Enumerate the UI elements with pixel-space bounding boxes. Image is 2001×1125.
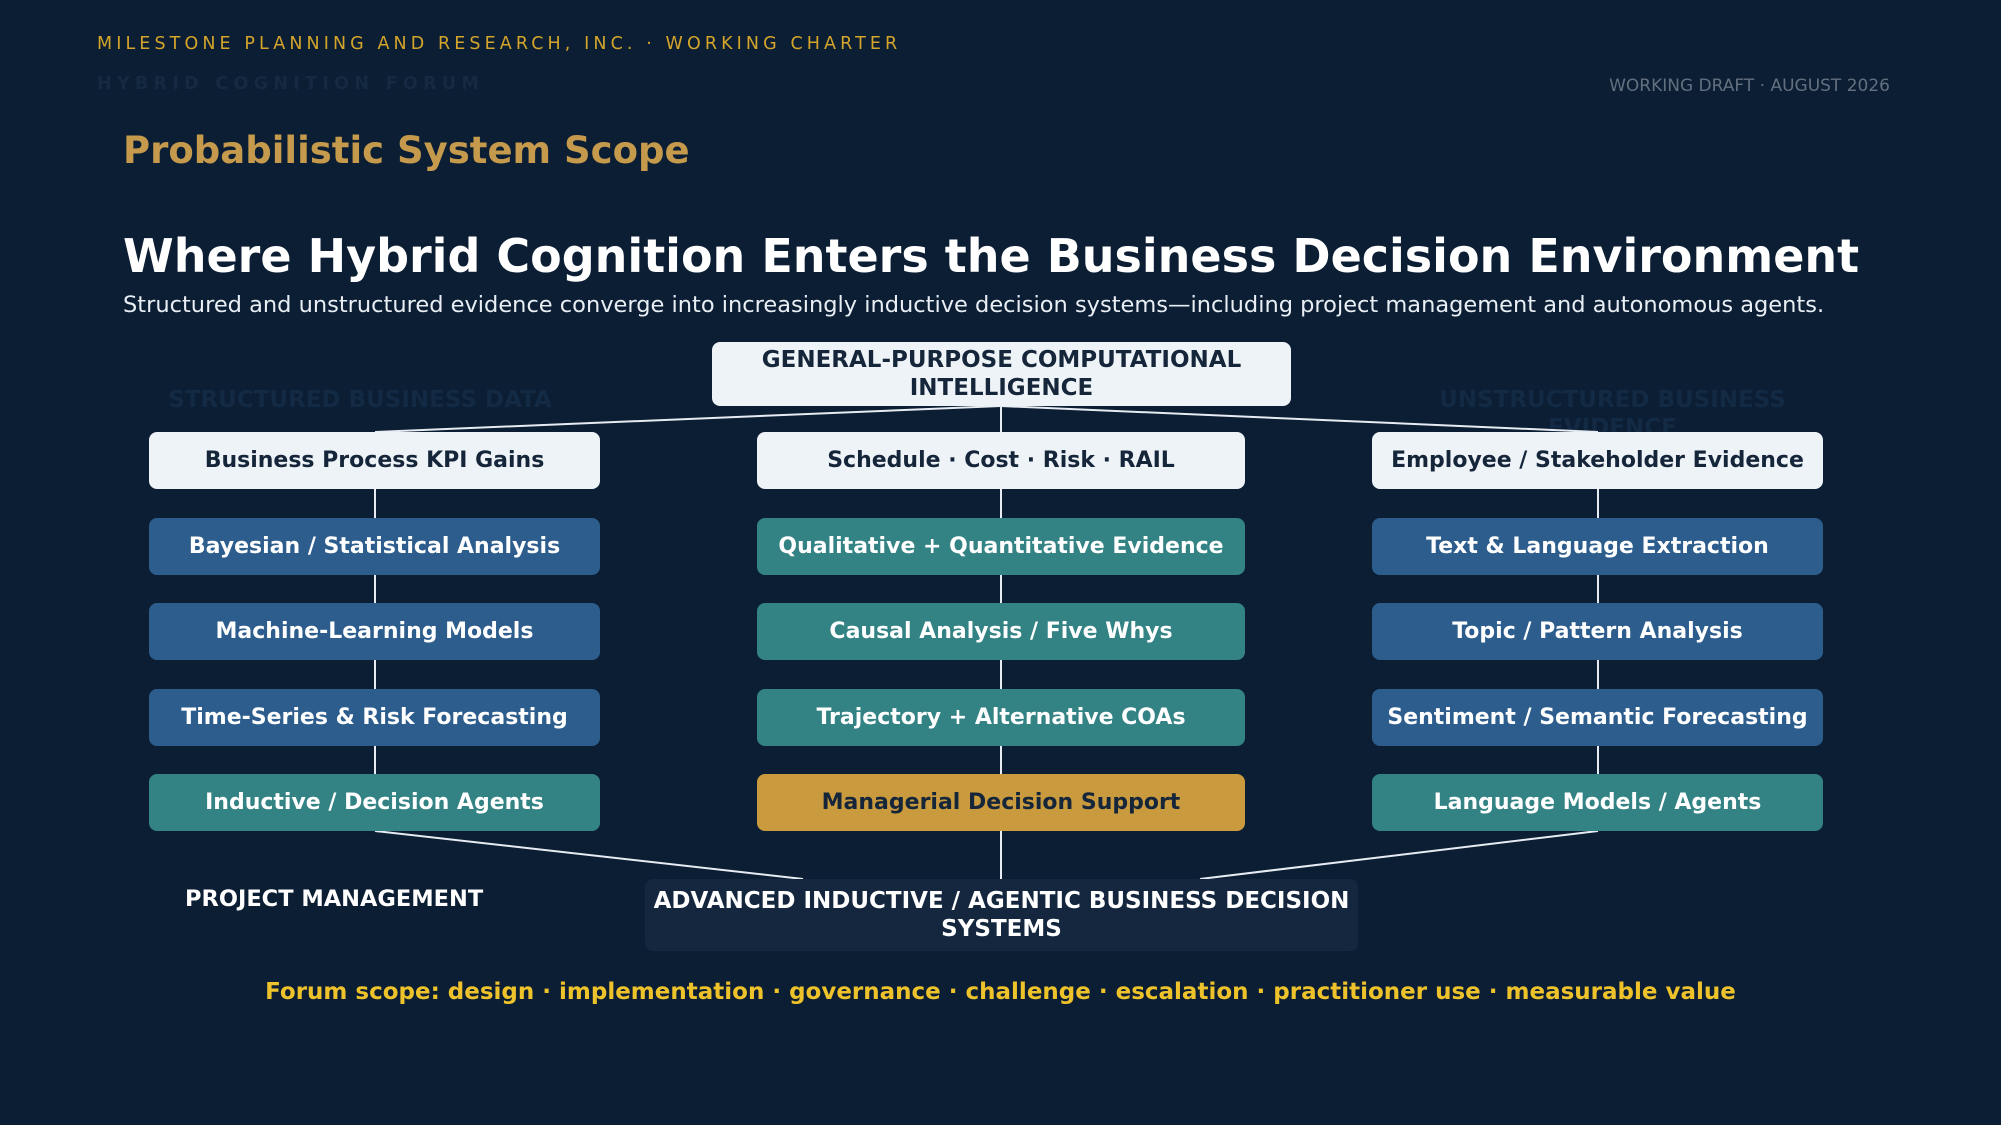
top-node-general-intelligence: GENERAL-PURPOSE COMPUTATIONAL INTELLIGEN… xyxy=(712,342,1291,406)
node-right-1: Employee / Stakeholder Evidence xyxy=(1372,432,1823,489)
node-center-3: Causal Analysis / Five Whys xyxy=(757,603,1245,660)
node-left-1: Business Process KPI Gains xyxy=(149,432,600,489)
forum-line: HYBRID COGNITION FORUM xyxy=(97,74,485,94)
ghost-label-structured: STRUCTURED BUSINESS DATA xyxy=(168,387,552,413)
node-right-5: Language Models / Agents xyxy=(1372,774,1823,831)
connector-top-right xyxy=(1000,405,1599,433)
connector-bottom-left xyxy=(374,830,804,880)
section-title: Probabilistic System Scope xyxy=(123,129,690,172)
node-center-2: Qualitative + Quantitative Evidence xyxy=(757,518,1245,575)
node-right-3: Topic / Pattern Analysis xyxy=(1372,603,1823,660)
node-left-5: Inductive / Decision Agents xyxy=(149,774,600,831)
organization-line: MILESTONE PLANNING AND RESEARCH, INC. · … xyxy=(97,34,902,54)
bottom-node-decision-systems: ADVANCED INDUCTIVE / AGENTIC BUSINESS DE… xyxy=(645,879,1358,951)
page-subtitle: Structured and unstructured evidence con… xyxy=(123,292,1825,318)
node-left-3: Machine-Learning Models xyxy=(149,603,600,660)
node-left-4: Time-Series & Risk Forecasting xyxy=(149,689,600,746)
node-right-2: Text & Language Extraction xyxy=(1372,518,1823,575)
node-center-1: Schedule · Cost · Risk · RAIL xyxy=(757,432,1245,489)
connector-bottom-right xyxy=(1199,830,1599,880)
connector-top-left xyxy=(374,405,1002,433)
forum-scope-footer: Forum scope: design · implementation · g… xyxy=(265,979,1736,1005)
node-right-4: Sentiment / Semantic Forecasting xyxy=(1372,689,1823,746)
project-management-label: PROJECT MANAGEMENT xyxy=(185,886,484,912)
node-center-4: Trajectory + Alternative COAs xyxy=(757,689,1245,746)
node-center-5: Managerial Decision Support xyxy=(757,774,1245,831)
node-left-2: Bayesian / Statistical Analysis xyxy=(149,518,600,575)
draft-label: WORKING DRAFT · AUGUST 2026 xyxy=(1609,76,1890,96)
page-title: Where Hybrid Cognition Enters the Busine… xyxy=(123,229,1860,283)
